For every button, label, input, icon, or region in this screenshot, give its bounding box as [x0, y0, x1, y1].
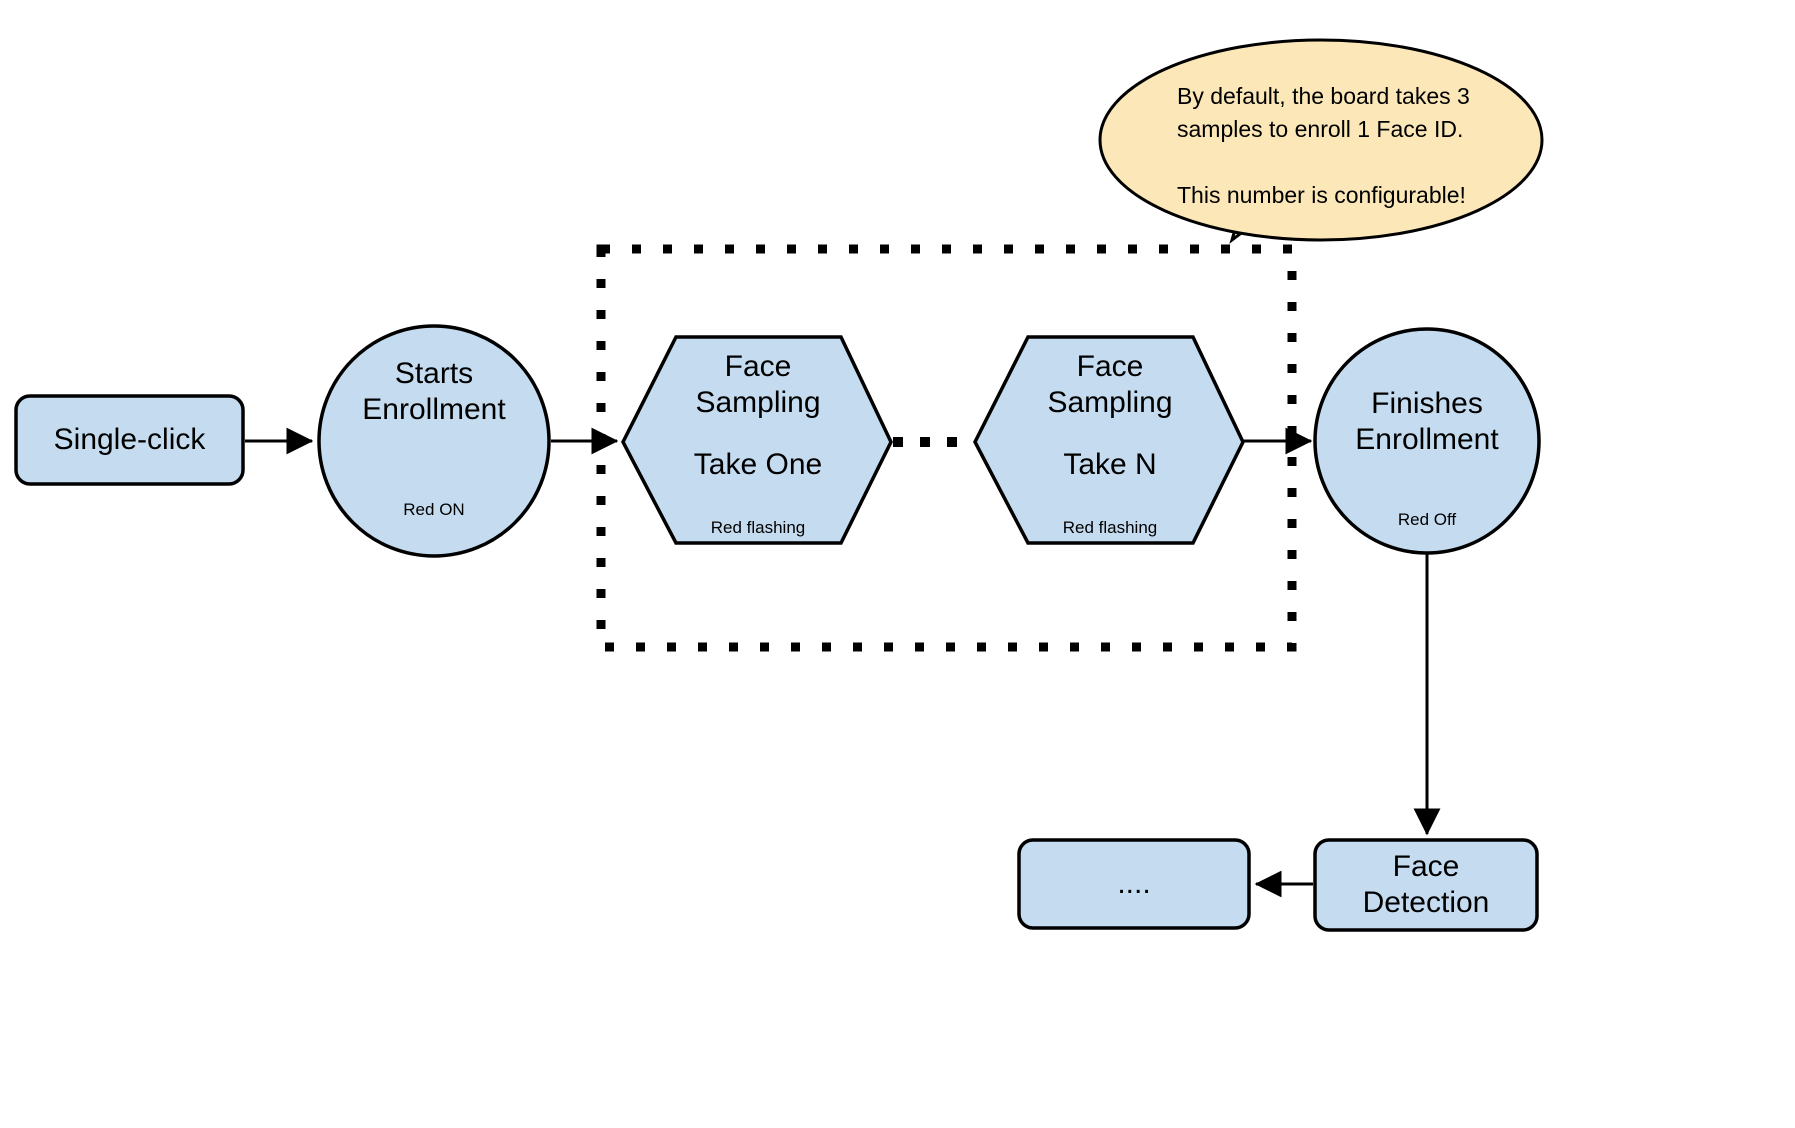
node-single-click-shape[interactable] — [14, 394, 245, 486]
callout-line-1: By default, the board takes 3 — [1177, 83, 1470, 109]
node-starts-enrollment-shape[interactable] — [317, 324, 551, 558]
callout-spacer — [1177, 146, 1477, 179]
node-face-sampling-take-one-shape[interactable] — [621, 335, 893, 545]
callout-line-2: samples to enroll 1 Face ID. — [1177, 116, 1464, 142]
node-more-steps-shape[interactable] — [1017, 838, 1251, 930]
callout-bubble — [1098, 38, 1544, 242]
node-face-sampling-take-n-shape[interactable] — [973, 335, 1245, 545]
callout-text-wrap: By default, the board takes 3 samples to… — [1177, 80, 1477, 212]
callout-line-3: This number is configurable! — [1177, 182, 1466, 208]
sampling-loop-group — [596, 244, 1297, 652]
node-finishes-enrollment-shape[interactable] — [1313, 327, 1541, 555]
callout-tail-cover — [1247, 200, 1303, 214]
node-face-detection-shape[interactable] — [1313, 838, 1539, 932]
